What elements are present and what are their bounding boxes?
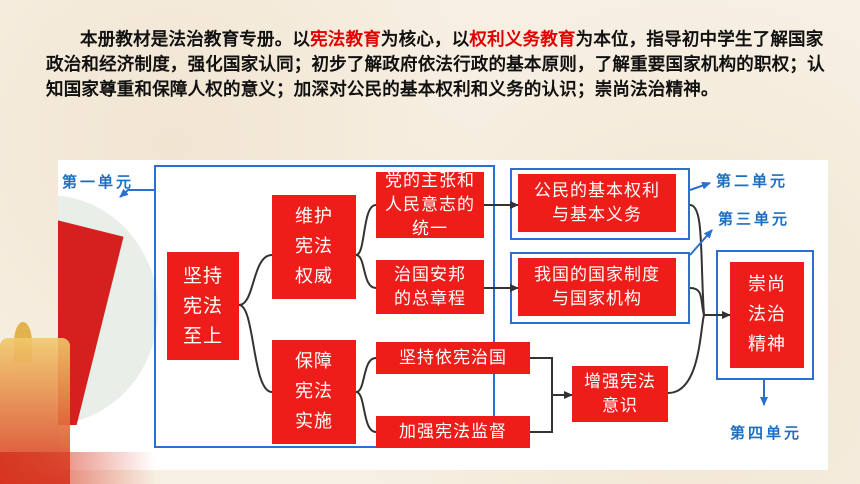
box-uphold-rule-of-law-spirit: 崇尚法治精神 bbox=[730, 262, 804, 368]
unit-label-2: 第二单元 bbox=[716, 172, 789, 190]
box-basic-rights-duties: 公民的基本权利与基本义务 bbox=[518, 174, 676, 232]
box-strengthen-supervision: 加强宪法监督 bbox=[376, 416, 530, 448]
box-state-system-organs: 我国的国家制度与国家机构 bbox=[518, 258, 676, 316]
box-enhance-constitution-awareness: 增强宪法意识 bbox=[572, 366, 668, 422]
box-maintain-constitution-authority: 维护宪法权威 bbox=[272, 195, 356, 299]
highlight-constitution-education: 宪法教育 bbox=[310, 30, 381, 50]
intro-text-3: 为本位，指导初中学生了解国家政治和经济制度，强化国家认同；初步了解政府依法行政的… bbox=[46, 30, 825, 100]
decorative-flag-disc bbox=[58, 195, 158, 425]
intro-text-2: 为核心，以 bbox=[380, 30, 470, 50]
box-party-people-unity: 党的主张和人民意志的统一 bbox=[376, 171, 484, 239]
frame-outer bbox=[154, 165, 495, 448]
highlight-rights-duties-education: 权利义务教育 bbox=[469, 30, 576, 50]
box-rule-by-constitution: 坚持依宪治国 bbox=[376, 342, 530, 374]
intro-text-1: 本册教材是法治教育专册。以 bbox=[80, 30, 311, 50]
unit-label-4: 第四单元 bbox=[730, 424, 803, 442]
decorative-bottom-band bbox=[0, 452, 860, 484]
box-uphold-constitution-supremacy: 坚持宪法至上 bbox=[167, 252, 239, 360]
unit-label-1: 第一单元 bbox=[62, 173, 135, 191]
box-guarantee-constitution-implementation: 保障宪法实施 bbox=[272, 340, 356, 444]
box-general-charter: 治国安邦的总章程 bbox=[376, 260, 484, 314]
unit-label-3: 第三单元 bbox=[718, 210, 791, 228]
intro-paragraph: 本册教材是法治教育专册。以宪法教育为核心，以权利义务教育为本位，指导初中学生了解… bbox=[46, 28, 826, 103]
